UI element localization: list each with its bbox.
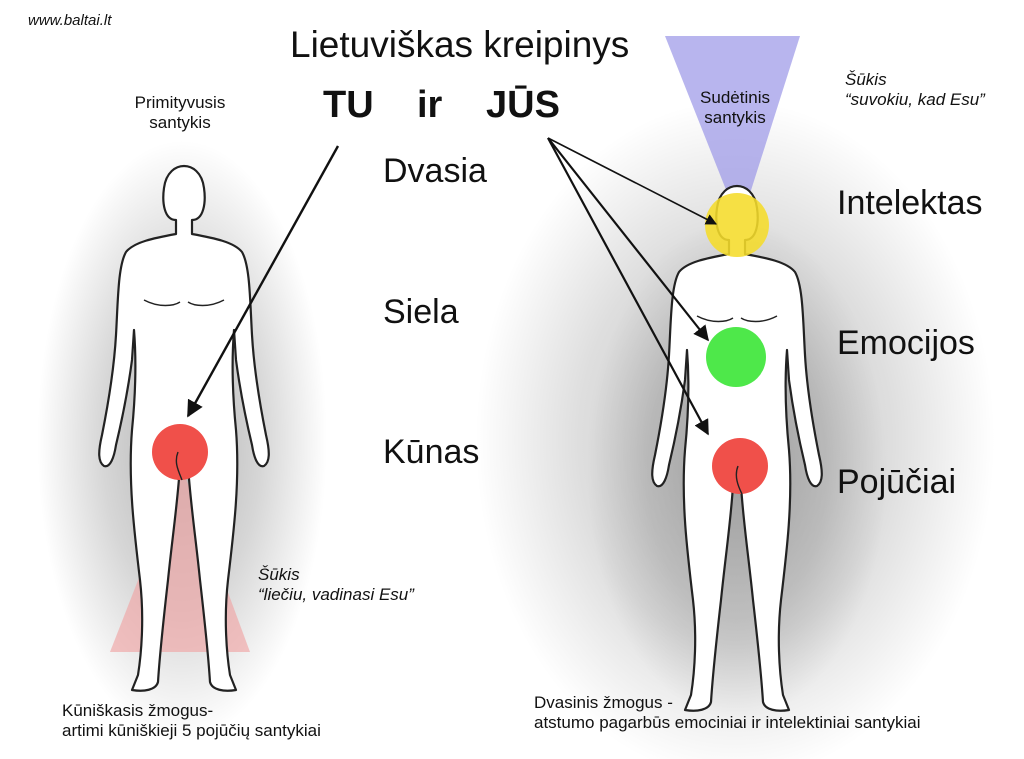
diagram-title: Lietuviškas kreipinys — [290, 24, 630, 65]
body-center-right — [712, 438, 768, 494]
emotion-center — [706, 327, 766, 387]
right-caption-line1: Dvasinis žmogus - — [534, 693, 673, 712]
right-person-figure — [651, 184, 823, 712]
arrow-jus-to-intellect — [547, 137, 717, 225]
level-pojuciai: Pojūčiai — [837, 463, 957, 501]
arrow-tu-to-body — [186, 145, 340, 418]
left-relation-label-line2: santykis — [149, 112, 211, 132]
left-shift-quote: “liečiu, vadinasi Esu” — [258, 584, 414, 604]
body-center-left — [152, 424, 208, 480]
pronoun-tu: TU — [323, 84, 374, 126]
level-siela: Siela — [383, 293, 459, 331]
level-dvasia: Dvasia — [383, 152, 487, 190]
right-caption-line2: atstumo pagarbūs emociniai ir intelektin… — [534, 712, 921, 732]
right-relation-label-line1: Sudėtinis — [700, 88, 770, 107]
level-emocijos: Emocijos — [837, 324, 975, 362]
right-relation-label-line2: santykis — [704, 107, 766, 127]
right-shift-note: Šūkis “suvokiu, kad Esu” — [845, 70, 985, 109]
right-relation-label: Sudėtinis santykis — [672, 88, 798, 127]
site-url: www.baltai.lt — [28, 12, 112, 29]
arrow-jus-to-senses — [547, 137, 709, 436]
left-relation-label: Primityvusis santykis — [112, 93, 248, 132]
light-cone — [665, 36, 800, 225]
level-intelektas: Intelektas — [837, 184, 983, 222]
left-shift-note: Šūkis “liečiu, vadinasi Esu” — [258, 565, 414, 604]
left-caption: Kūniškasis žmogus- artimi kūniškieji 5 p… — [62, 701, 321, 740]
arrow-jus-to-emotion — [547, 137, 709, 342]
right-caption: Dvasinis žmogus - atstumo pagarbūs emoci… — [534, 693, 920, 732]
pronoun-jus: JŪS — [486, 84, 560, 126]
right-shift-quote: “suvokiu, kad Esu” — [845, 89, 985, 109]
right-shift-word: Šūkis — [845, 70, 887, 89]
left-caption-line1: Kūniškasis žmogus- — [62, 701, 214, 720]
intellect-center — [705, 193, 769, 257]
left-caption-line2: artimi kūniškieji 5 pojūčių santykiai — [62, 720, 321, 740]
pronoun-ir: ir — [417, 84, 443, 126]
level-kunas: Kūnas — [383, 433, 480, 471]
left-shift-word: Šūkis — [258, 565, 300, 584]
left-relation-label-line1: Primityvusis — [134, 93, 226, 112]
